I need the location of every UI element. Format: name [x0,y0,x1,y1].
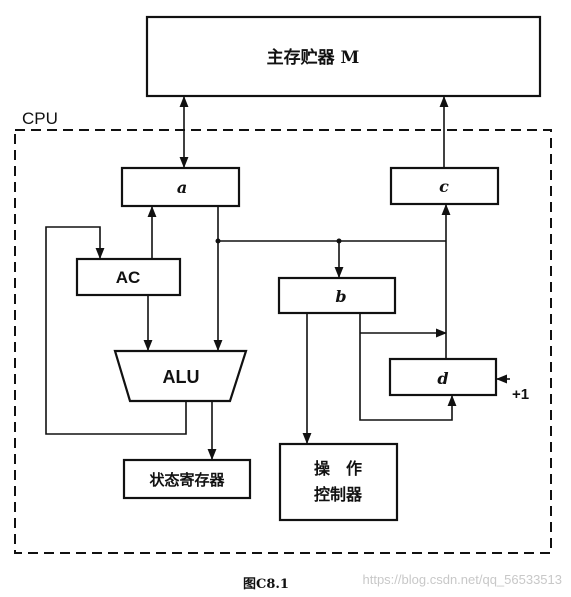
register-a-label: a [177,178,187,197]
control-unit-label-1: 操 作 [314,459,362,478]
register-a-box [120,166,241,208]
control-unit-box [278,442,399,522]
accumulator-label: AC [116,268,141,287]
accumulator-box [75,257,182,297]
register-d-label: d [437,369,448,388]
status-register-label: 状态寄存器 [149,471,225,489]
cpu-label: CPU [22,109,58,128]
register-d-box [388,357,498,397]
register-b-label: b [335,287,346,306]
increment-label: +1 [512,386,529,403]
b-d-link [359,314,457,421]
alu-label: ALU [163,367,200,387]
alu-shape [113,349,248,403]
alu-feedback-loop [45,226,187,435]
register-c-label: c [439,177,449,196]
figure-caption: 图C8.1 [243,577,289,592]
control-unit-label-2: 控制器 [314,485,363,504]
main-memory-box [145,15,542,98]
status-register-box [122,458,252,500]
watermark: https://blog.csdn.net/qq_56533513 [363,572,563,587]
main-memory-label: 主存贮器 M [267,47,360,68]
bus-junction-a [215,238,221,244]
